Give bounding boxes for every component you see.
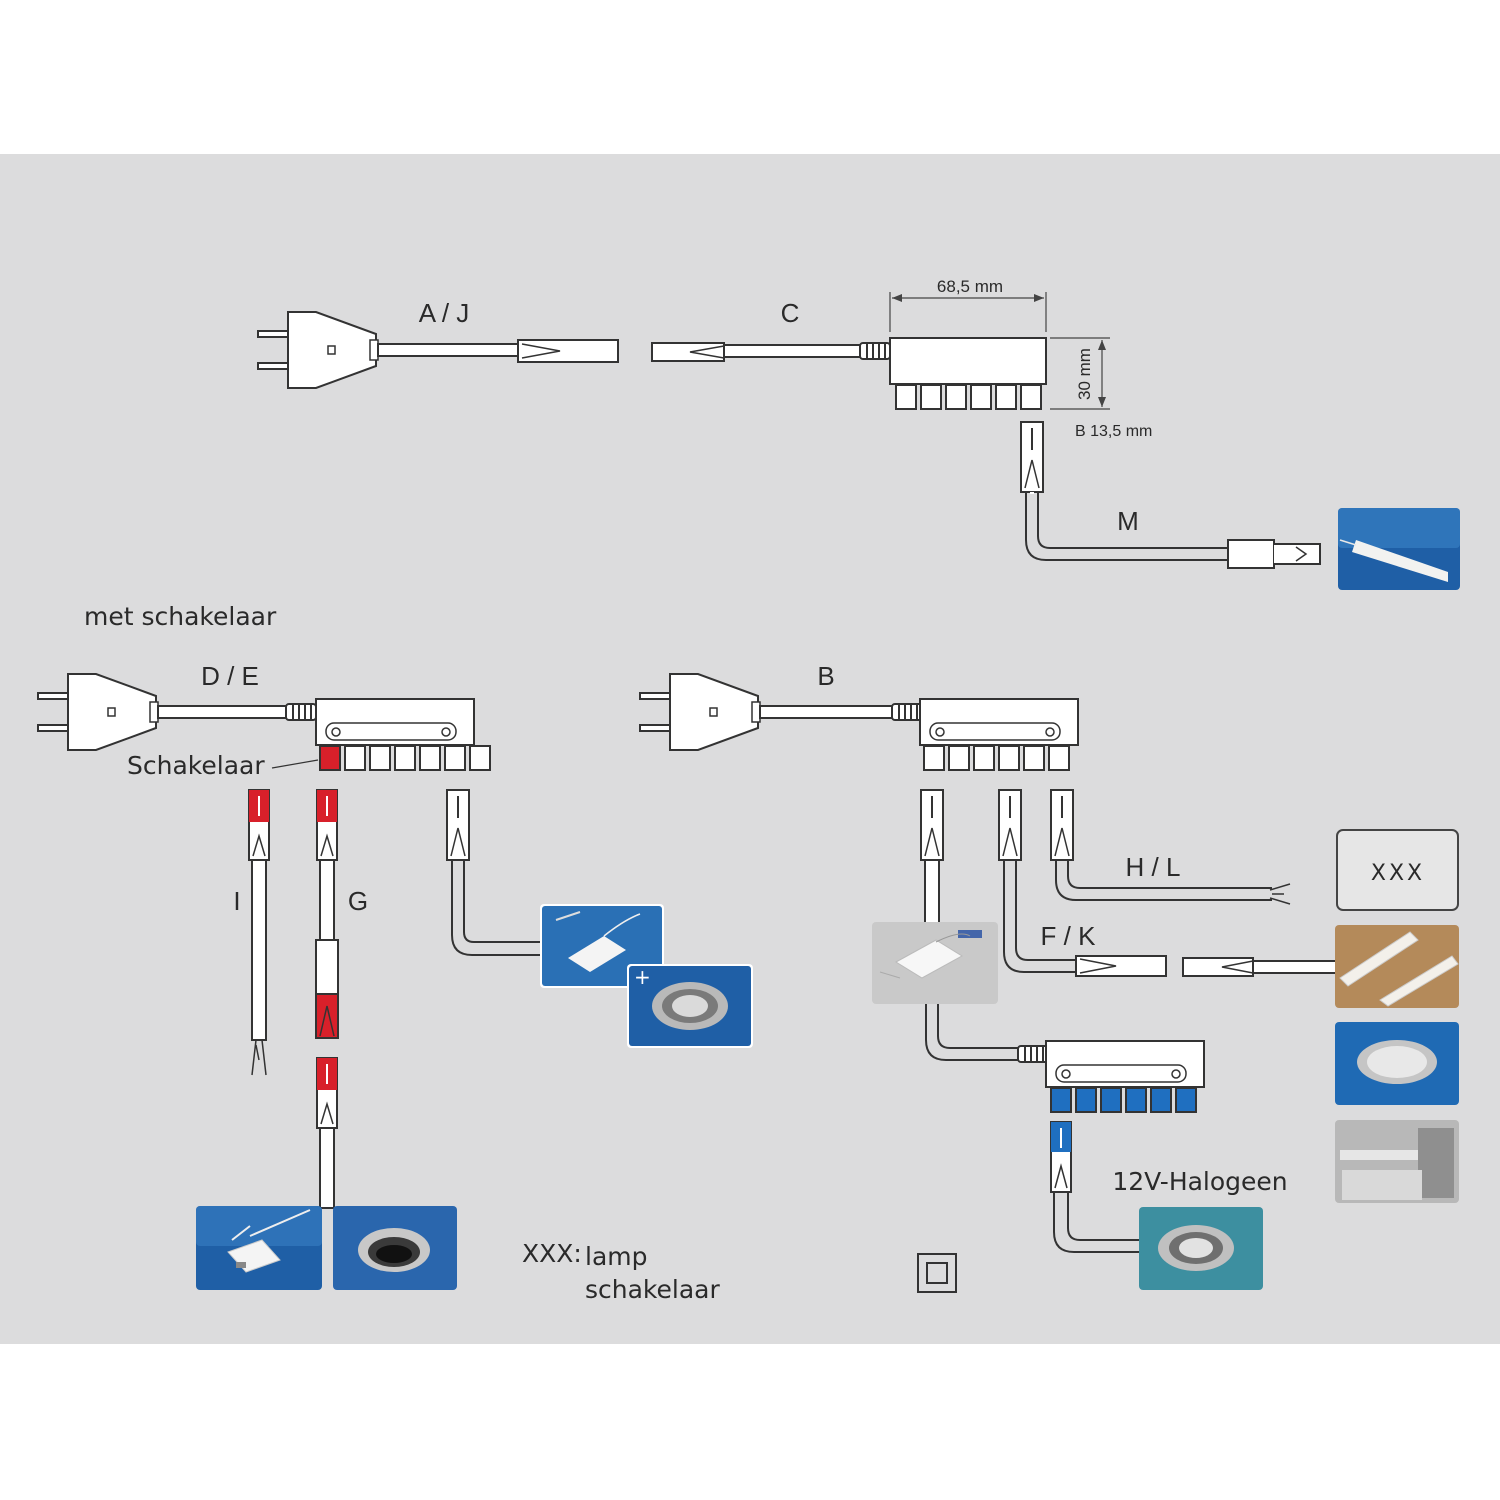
cable-plug [651, 342, 725, 362]
dimension-height: 30 mm [1075, 348, 1094, 400]
switch-socket [319, 745, 341, 771]
label-hl: H / L [1126, 852, 1181, 882]
label-de: D / E [201, 661, 259, 691]
cable-plug [1182, 957, 1254, 977]
label-m: M [1117, 506, 1139, 536]
xxx-box: XXX [1336, 829, 1459, 911]
connector-plug [446, 789, 470, 861]
plus-sign: + [634, 965, 651, 989]
dimension-width: 68,5 mm [937, 277, 1003, 296]
legend-schakelaar: schakelaar [585, 1275, 720, 1304]
switch-photo [196, 1206, 322, 1290]
label-met-schakelaar: met schakelaar [84, 602, 277, 631]
euro-plug-icon [257, 311, 379, 389]
label-g: G [348, 886, 368, 916]
connector-plug [1020, 421, 1044, 493]
halogen-downlight-photo [1139, 1207, 1263, 1290]
cable-i [248, 789, 270, 1076]
legend-lamp: lamp [585, 1242, 648, 1271]
connector-plug [920, 789, 944, 861]
connector-plug [998, 789, 1022, 861]
downlight-photo-plus: + [627, 964, 753, 1048]
double-square-icon [917, 1253, 957, 1293]
led-strip-photo [1338, 508, 1460, 590]
halogen-distributor [1045, 1040, 1205, 1113]
connector-plug [1050, 789, 1074, 861]
label-fk: F / K [1041, 921, 1097, 951]
cable-socket [517, 339, 619, 363]
label-halogeen: 12V-Halogeen [1112, 1167, 1287, 1196]
xxx-box-text: XXX [1371, 861, 1425, 886]
halogen-cable [1050, 1121, 1140, 1253]
label-aj: A / J [419, 298, 470, 328]
distributor-block-icon [889, 337, 1047, 410]
dimension-depth: B 13,5 mm [1075, 423, 1152, 440]
transformer-photo [872, 922, 998, 1004]
shelf-light-photo [1335, 1120, 1459, 1203]
round-light-photo [1335, 1022, 1459, 1105]
label-i: I [233, 886, 240, 916]
euro-plug-icon [639, 673, 761, 751]
distributor-block-icon [919, 698, 1079, 771]
distributor-block-icon [315, 698, 491, 771]
cable-socket [1075, 955, 1167, 977]
strain-relief [1017, 1045, 1049, 1063]
euro-plug-icon [37, 673, 159, 751]
cabinet-lights-photo [1335, 925, 1459, 1008]
strain-relief [891, 703, 923, 721]
label-b: B [817, 661, 834, 691]
cable-g [315, 789, 339, 1209]
legend-key: XXX: [522, 1239, 582, 1268]
strain-relief [859, 342, 891, 360]
label-c: C [781, 298, 800, 328]
downlight-photo [333, 1206, 457, 1290]
label-schakelaar: Schakelaar [127, 751, 265, 780]
strain-relief [285, 703, 317, 721]
